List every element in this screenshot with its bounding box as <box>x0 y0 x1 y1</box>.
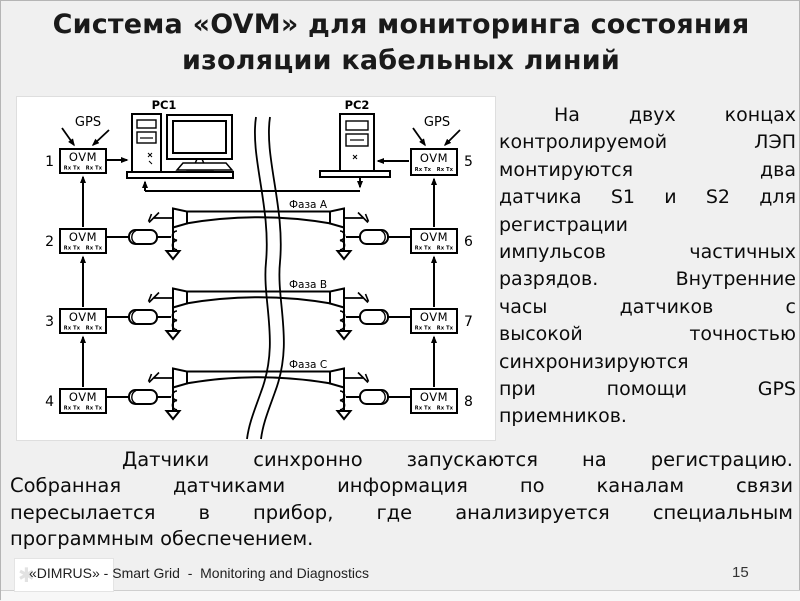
ovm-box-5: OVM Rx Tx Rx Tx 5 <box>410 148 473 176</box>
ovm-box-4-rxtx-right: Rx Tx <box>86 406 103 412</box>
ovm-box-8-label: OVM <box>420 390 448 404</box>
ovm-box-8-rxtx-left: Rx Tx <box>415 406 432 412</box>
pc-link-line <box>142 177 363 192</box>
system-diagram-svg: Фаза A Фаза B Фаза C PC1 <box>45 98 473 440</box>
side-line: импульсов частичных <box>499 241 796 264</box>
phase-b-cable <box>106 289 411 340</box>
bottom-line: Собранная датчиками информация по канала… <box>10 474 793 498</box>
ovm-box-8: OVM Rx Tx Rx Tx 8 <box>410 388 473 414</box>
slide-title-line1: Система «OVM» для мониторинга состояния <box>52 9 750 40</box>
ovm-box-3-label: OVM <box>69 310 97 324</box>
side-line: На двух концах <box>554 104 796 126</box>
slide-title: Система «OVM» для мониторинга состояния … <box>1 7 800 79</box>
phase-b-label: Фаза B <box>289 279 327 291</box>
side-line: разрядов. Внутренние <box>499 268 796 291</box>
pc2-computer <box>319 113 391 178</box>
break-wavy-lines <box>246 116 285 440</box>
node-number-2: 2 <box>45 234 54 250</box>
ovm-box-1: OVM Rx Tx Rx Tx 1 <box>45 148 107 174</box>
side-line: приемников. <box>499 405 627 428</box>
logo-mark-icon: ✱ <box>18 563 35 587</box>
side-line: регистрации <box>499 213 628 236</box>
node-number-3: 3 <box>45 314 54 330</box>
bottom-line: пересылается в прибор, где анализируется… <box>10 500 793 524</box>
slide-title-line2: изоляции кабельных линий <box>182 45 620 76</box>
side-paragraph: На двух концах контролируемой ЛЭП монтир… <box>499 102 796 431</box>
phase-c-label: Фаза C <box>289 359 327 371</box>
side-line: контролируемой ЛЭП <box>499 131 796 154</box>
bottom-line: программным обеспечением. <box>10 526 314 550</box>
ovm-link-arrows <box>80 157 437 387</box>
side-line: синхронизируются <box>499 350 689 373</box>
ovm-box-7-label: OVM <box>420 310 448 324</box>
ovm-box-7-rxtx-left: Rx Tx <box>415 326 432 332</box>
node-number-6: 6 <box>464 234 473 250</box>
ovm-box-2-rxtx-left: Rx Tx <box>64 246 81 252</box>
ovm-box-8-rxtx-right: Rx Tx <box>437 406 454 412</box>
ovm-box-5-label: OVM <box>420 151 448 165</box>
gps-left: GPS <box>61 115 110 147</box>
ovm-box-3-rxtx-right: Rx Tx <box>86 326 103 332</box>
footer-logo-box: ✱ <box>14 558 114 592</box>
pc2-label: PC2 <box>345 98 370 112</box>
gps-right: GPS <box>412 115 461 147</box>
ovm-box-1-rxtx-right: Rx Tx <box>86 166 103 172</box>
ovm-box-6-rxtx-left: Rx Tx <box>415 246 432 252</box>
bottom-paragraph: Датчики синхронно запускаются на регистр… <box>10 447 793 552</box>
ovm-box-1-rxtx-left: Rx Tx <box>64 166 81 172</box>
ovm-box-3-rxtx-left: Rx Tx <box>64 326 81 332</box>
gps-left-label: GPS <box>75 115 101 130</box>
node-number-4: 4 <box>45 394 54 410</box>
ovm-box-3: OVM Rx Tx Rx Tx 3 <box>45 308 107 334</box>
ovm-box-4: OVM Rx Tx Rx Tx 4 <box>45 388 107 414</box>
footer-divider <box>1 590 800 591</box>
ovm-box-7-rxtx-right: Rx Tx <box>437 326 454 332</box>
side-line: при помощи GPS <box>499 378 796 401</box>
ovm-box-2-label: OVM <box>69 230 97 244</box>
footer-brand-text: «DIMRUS» - Smart Grid - Monitoring and D… <box>29 565 369 581</box>
side-line: часы датчиков с <box>499 295 796 318</box>
footer-underside <box>1 591 800 601</box>
ovm-box-6-label: OVM <box>420 230 448 244</box>
side-line: монтируются два <box>499 158 796 181</box>
ovm-box-4-label: OVM <box>69 390 97 404</box>
ovm-box-2: OVM Rx Tx Rx Tx 2 <box>45 228 107 254</box>
ovm-box-1-label: OVM <box>69 150 97 164</box>
ovm-box-7: OVM Rx Tx Rx Tx 7 <box>410 308 473 334</box>
pc1-computer <box>126 113 234 179</box>
ovm-box-5-rxtx-left: Rx Tx <box>415 167 432 173</box>
side-line: высокой точностью <box>499 323 796 346</box>
ovm-box-4-rxtx-left: Rx Tx <box>64 406 81 412</box>
diagram-panel: Фаза A Фаза B Фаза C PC1 <box>16 96 496 441</box>
ovm-box-6: OVM Rx Tx Rx Tx 6 <box>410 228 473 254</box>
phase-a-cable <box>106 209 411 260</box>
gps-right-label: GPS <box>424 115 450 130</box>
ovm-box-6-rxtx-right: Rx Tx <box>437 246 454 252</box>
node-number-7: 7 <box>464 314 473 330</box>
ovm-box-5-rxtx-right: Rx Tx <box>437 167 454 173</box>
side-line: датчика S1 и S2 для <box>499 186 796 209</box>
node-number-1: 1 <box>45 154 54 170</box>
pc1-label: PC1 <box>152 98 177 112</box>
phase-a-label: Фаза A <box>289 199 328 211</box>
bottom-line: Датчики синхронно запускаются на регистр… <box>122 448 793 471</box>
ovm-box-2-rxtx-right: Rx Tx <box>86 246 103 252</box>
node-number-5: 5 <box>464 154 473 170</box>
page-number: 15 <box>732 564 749 581</box>
phase-c-cable <box>106 369 411 420</box>
node-number-8: 8 <box>464 394 473 410</box>
